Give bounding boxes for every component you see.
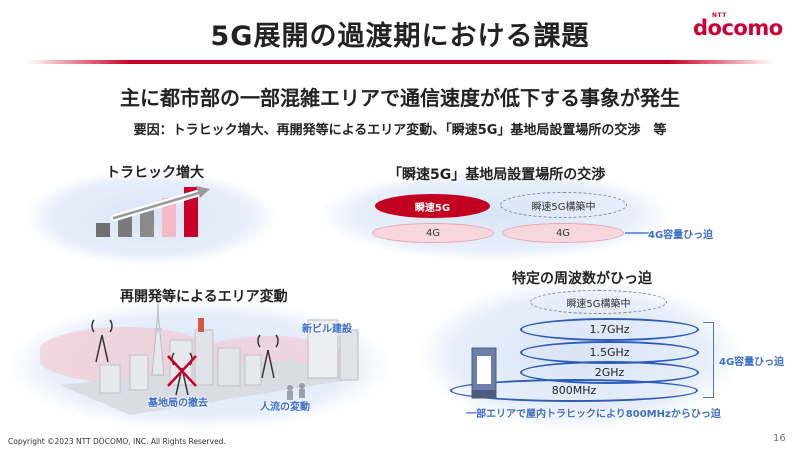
page-number: 16	[773, 433, 786, 444]
traffic-bar	[118, 215, 132, 237]
5g-construction-pill: 瞬速5G構築中	[500, 192, 627, 218]
people-flow-label: 人流の変動	[260, 402, 310, 413]
indoor-building-icon	[471, 347, 497, 399]
redevelopment-heading: 再開発等によるエリア変動	[120, 289, 288, 305]
traffic-bar	[140, 207, 154, 237]
traffic-bar	[96, 223, 110, 237]
negotiation-heading: 「瞬速5G」基地局設置場所の交渉	[388, 167, 606, 183]
band-ring-1-7ghz: 1.7GHz	[520, 318, 699, 341]
instant-5g-pill: 瞬速5G	[375, 194, 490, 218]
5g-construction-pill-2: 瞬速5G構築中	[530, 290, 667, 314]
band-ring-800mhz: 800MHz	[450, 379, 698, 402]
station-removal-label: 基地局の撤去	[148, 398, 208, 409]
slide-subtitle: 主に都市部の一部混雑エリアで通信速度が低下する事象が発生	[120, 86, 680, 110]
traffic-bar	[162, 198, 176, 237]
frequency-heading: 特定の周波数がひっ迫	[512, 271, 652, 287]
city-illustration	[40, 300, 360, 415]
4g-pill-left: 4G	[372, 223, 494, 243]
4g-capacity-note-top: 4G容量ひっ迫	[648, 230, 714, 241]
traffic-heading: トラヒック増大	[106, 165, 204, 181]
4g-capacity-note-bottom: 4G容量ひっ迫	[719, 357, 785, 368]
logo-ntt-text: NTT	[712, 12, 727, 19]
capacity-bracket	[703, 322, 714, 398]
800mhz-note: 一部エリアで屋内トラヒックにより800MHzからひっ迫	[466, 409, 721, 420]
title-divider	[26, 60, 774, 64]
panel-bg-negotiation	[320, 170, 670, 260]
4g-pill-right: 4G	[502, 223, 624, 243]
page-title: 5G展開の過渡期における課題	[210, 21, 590, 52]
cause-text: 要因：トラヒック増大、再開発等によるエリア変動、「瞬速5G」基地局設置場所の交渉…	[133, 123, 667, 138]
connector-line	[625, 232, 649, 234]
copyright-text: Copyright ©2023 NTT DOCOMO, INC. All Rig…	[8, 437, 226, 446]
new-building-label: 新ビル建設	[302, 324, 352, 335]
traffic-rising-arrow-icon	[110, 186, 210, 222]
docomo-logo: docomo	[693, 16, 783, 40]
